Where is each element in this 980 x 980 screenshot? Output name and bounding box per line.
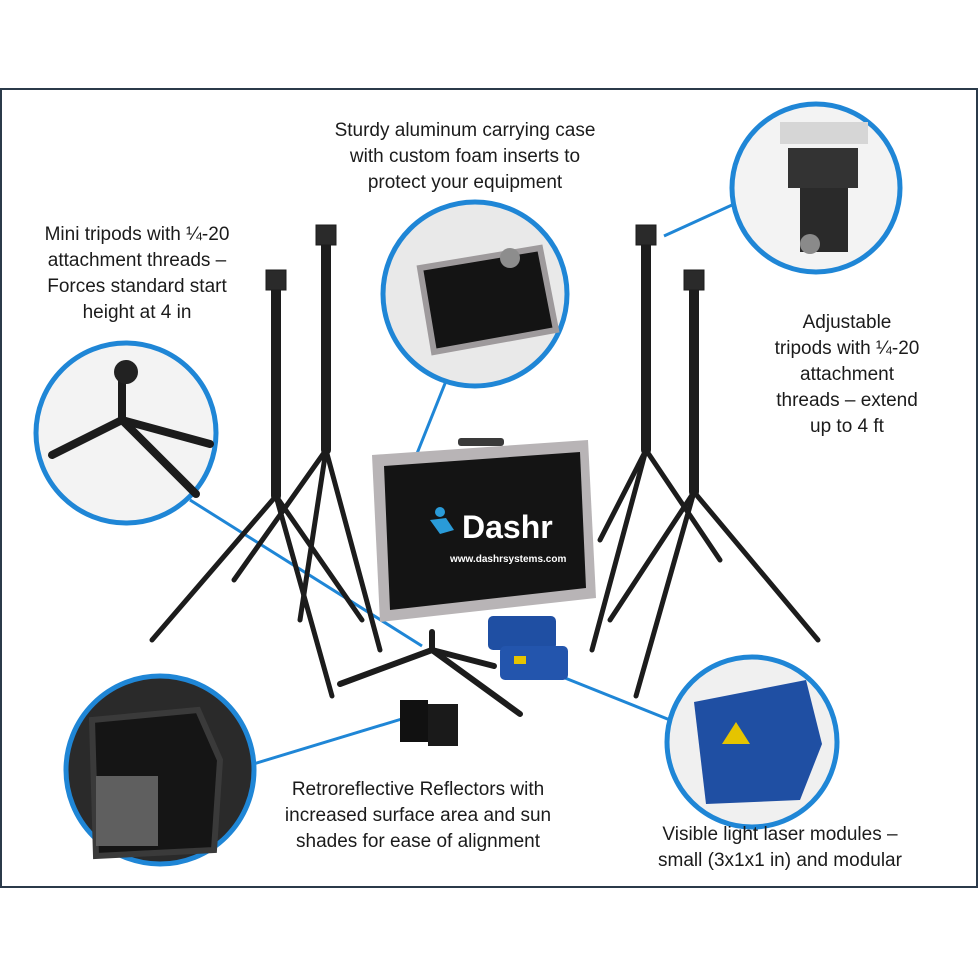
laser-connector-line xyxy=(559,674,681,726)
reflector-connector-line xyxy=(239,716,406,770)
laser-callout xyxy=(664,654,840,830)
mini-tripod xyxy=(337,629,523,717)
laser-modules xyxy=(488,616,568,680)
carrying-case: Dashr www.dashrsystems.com xyxy=(372,438,596,622)
right-tripods xyxy=(589,224,821,699)
case-logo-brand: Dashr xyxy=(462,509,553,545)
mini-tripods-caption: Mini tripods with ¼-20 attachment thread… xyxy=(44,224,230,323)
mini-tripod-callout xyxy=(33,340,219,526)
tripod-head-connector-line xyxy=(663,203,733,238)
reflectors-caption: Retroreflective Reflectors with increase… xyxy=(284,779,552,852)
adjustable-tripods-caption: Adjustable tripods with ¼-20 attachment … xyxy=(774,312,920,437)
lasers-caption: Visible light laser modules – small (3x1… xyxy=(658,824,902,871)
reflectors xyxy=(400,700,458,746)
callout-circles xyxy=(33,101,903,867)
reflector-callout xyxy=(63,673,257,867)
dashr-logo-icon xyxy=(430,507,454,534)
case-detail-callout xyxy=(380,199,570,389)
case-connector-line xyxy=(410,375,450,467)
left-tripods xyxy=(149,224,383,699)
tripod-head-callout xyxy=(729,101,903,275)
case-logo-url: www.dashrsystems.com xyxy=(449,554,566,565)
case-caption: Sturdy aluminum carrying case with custo… xyxy=(334,120,596,193)
